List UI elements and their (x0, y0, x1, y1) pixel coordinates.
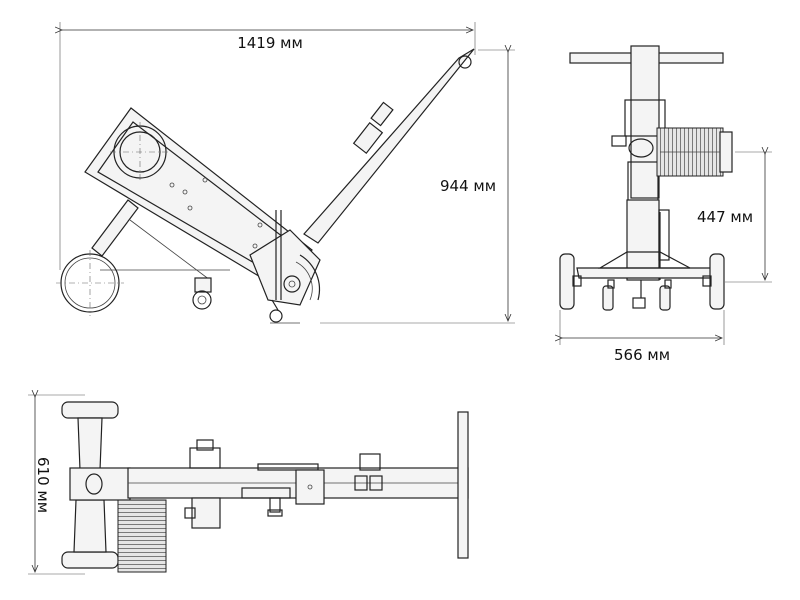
top-rear-wheel-upper (61, 401, 119, 419)
handle-arm (303, 48, 475, 244)
wheel-strut (91, 199, 230, 281)
side-view: 1419 мм 944 мм (56, 22, 515, 324)
top-motor (117, 499, 167, 573)
top-view: 610 мм (28, 395, 469, 575)
length-dimension-label: 1419 мм (237, 34, 303, 52)
top-rear-wheel-lower (61, 551, 119, 569)
mast (630, 45, 660, 199)
caster-wheel (192, 277, 212, 310)
motor-height-dimension-label: 447 мм (697, 208, 753, 226)
rear-wheel (56, 250, 124, 316)
front-base (576, 267, 716, 279)
width-dimension-label: 566 мм (614, 346, 670, 364)
height-dimension-label: 944 мм (440, 177, 496, 195)
front-view: 447 мм 566 мм (559, 45, 772, 364)
blade-guard (249, 210, 321, 323)
left-wheel (559, 253, 575, 310)
top-handle-crossbar (457, 411, 469, 559)
depth-dimension-label: 610 мм (34, 457, 52, 513)
right-wheel (709, 253, 725, 310)
